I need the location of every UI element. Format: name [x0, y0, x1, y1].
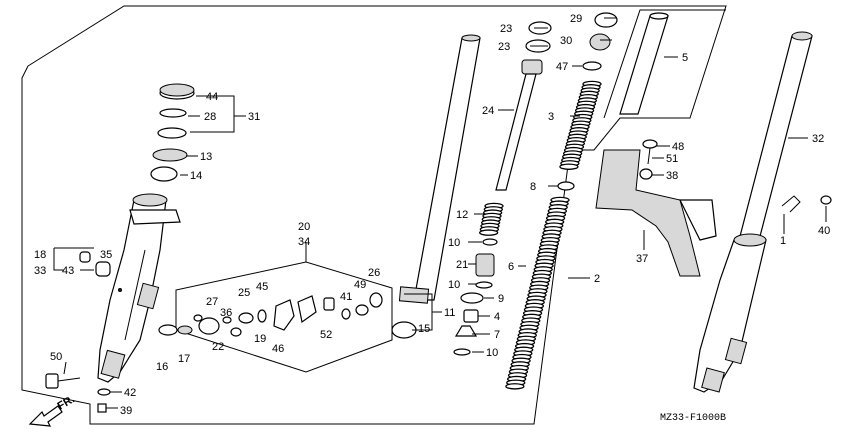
direction-label: FR.: [56, 393, 77, 412]
callout-12: 12: [456, 209, 468, 221]
callout-3: 3: [548, 111, 554, 123]
fork-guard: [595, 149, 717, 277]
callout-5: 5: [682, 52, 688, 64]
callout-14: 14: [190, 170, 202, 182]
leader-lines: [53, 17, 827, 409]
brake-parts-box: [175, 261, 393, 373]
callout-27: 27: [206, 296, 218, 308]
callout-31: 31: [248, 111, 260, 123]
callout-49: 49: [354, 279, 366, 291]
callout-52: 52: [320, 329, 332, 341]
callout-16: 16: [156, 361, 168, 373]
callout-36: 36: [220, 307, 232, 319]
callout-50: 50: [50, 351, 62, 363]
brake-parts: [158, 292, 383, 337]
callout-30: 30: [560, 35, 572, 47]
callout-41: 41: [340, 291, 352, 303]
callout-51: 51: [666, 153, 678, 165]
collar-parts: [79, 251, 111, 277]
callout-13: 13: [200, 151, 212, 163]
callout-17: 17: [178, 353, 190, 365]
steering-parts-stack: [150, 83, 195, 182]
callout-6: 6: [508, 261, 514, 273]
guard-fasteners: [639, 139, 658, 180]
left-fork-assembly: [97, 193, 181, 383]
callout-40: 40: [818, 225, 830, 237]
callout-19: 19: [254, 333, 266, 345]
callout-43: 43: [62, 265, 74, 277]
callout-1: 1: [780, 235, 786, 247]
callout-48: 48: [672, 141, 684, 153]
callout-20: 20: [298, 221, 310, 233]
callout-4: 4: [494, 311, 500, 323]
callout-2: 2: [594, 273, 600, 285]
callout-28: 28: [204, 111, 216, 123]
brake-hose-clamp: [781, 195, 832, 213]
front-direction-arrow: FR.: [28, 393, 77, 427]
callout-22: 22: [212, 341, 224, 353]
callout-45: 45: [256, 281, 268, 293]
callout-23b: 23: [498, 41, 510, 53]
callout-25: 25: [238, 287, 250, 299]
damper-rod: [495, 59, 543, 191]
callout-37: 37: [636, 253, 648, 265]
callout-42: 42: [124, 387, 136, 399]
callout-44: 44: [206, 91, 218, 103]
spring-main: [505, 196, 570, 390]
callout-38: 38: [666, 170, 678, 182]
callout-10c: 10: [486, 347, 498, 359]
callout-7: 7: [494, 329, 500, 341]
callout-35: 35: [100, 249, 112, 261]
diagram-code: MZ33-F1000B: [660, 413, 726, 424]
callout-39: 39: [120, 405, 132, 417]
callout-21: 21: [456, 259, 468, 271]
callout-26: 26: [368, 267, 380, 279]
spring-small: [479, 202, 504, 236]
callout-9: 9: [498, 293, 504, 305]
callout-10b: 10: [448, 279, 460, 291]
callout-46: 46: [272, 343, 284, 355]
callout-32: 32: [812, 133, 824, 145]
callout-11: 11: [444, 307, 455, 319]
spring-upper: [559, 80, 602, 170]
inner-fork-tube: [391, 34, 481, 339]
item5-box: [603, 9, 726, 119]
callout-29: 29: [570, 13, 582, 25]
callout-23a: 23: [500, 23, 512, 35]
right-fork-assembly: [693, 31, 813, 393]
callout-8: 8: [530, 181, 536, 193]
callout-labels: 1 2 3 4 5 6 7 8 9 10 10 10 11 12 13 14 1…: [34, 13, 830, 417]
callout-33: 33: [34, 265, 46, 277]
spacer-pipe: [619, 12, 669, 115]
callout-24: 24: [482, 105, 494, 117]
callout-18: 18: [34, 249, 46, 261]
axle-bolts: [45, 373, 111, 413]
callout-34: 34: [298, 236, 310, 248]
callout-10a: 10: [448, 237, 460, 249]
callout-15: 15: [418, 323, 430, 335]
damper-small-parts: [453, 181, 575, 356]
callout-47: 47: [556, 61, 568, 73]
